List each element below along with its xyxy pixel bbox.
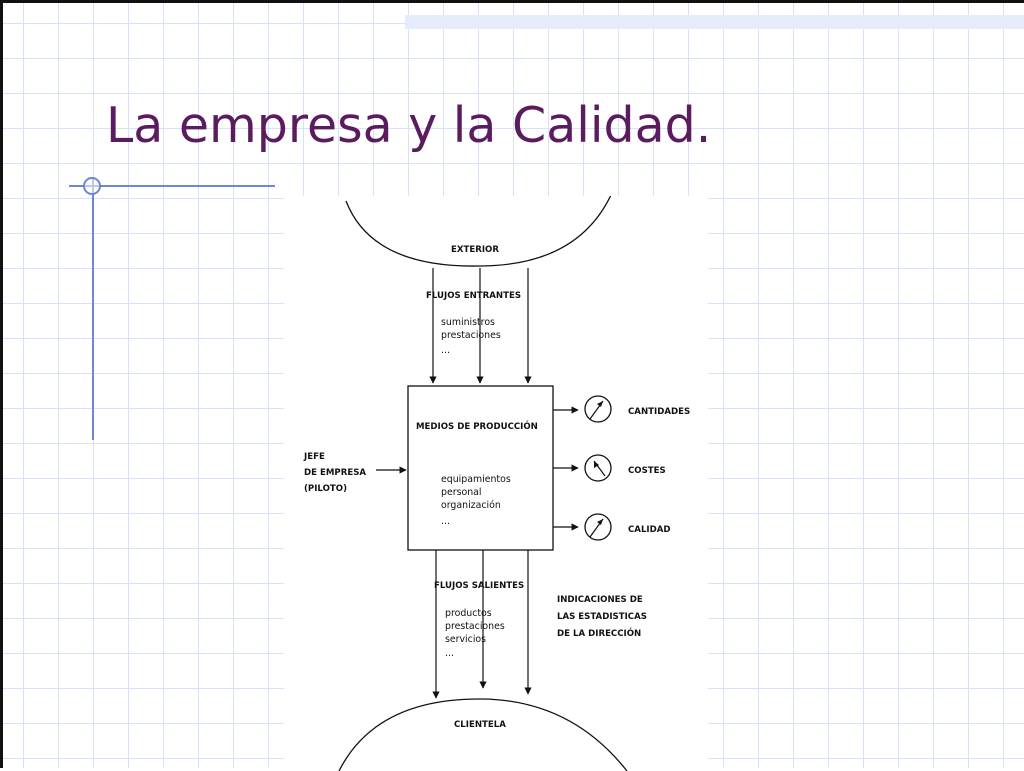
indicator-label: COSTES	[628, 466, 666, 476]
indicator-label: CALIDAD	[628, 525, 671, 535]
outgoing-item: productos	[445, 608, 492, 619]
incoming-item: prestaciones	[441, 330, 501, 341]
exterior-label: EXTERIOR	[451, 245, 499, 255]
management-statistics-line: DE LA DIRECCIÓN	[557, 627, 641, 639]
outgoing-item: prestaciones	[445, 621, 505, 632]
title-underline	[69, 185, 275, 187]
gauge-icon	[584, 454, 612, 482]
leader-label-line: JEFE	[303, 452, 325, 462]
production-item: personal	[441, 487, 482, 498]
quality-diagram: EXTERIOR FLUJOS ENTRANTES suministros pr…	[284, 196, 708, 771]
production-item: ...	[441, 516, 450, 527]
production-item: equipamientos	[441, 474, 511, 485]
management-statistics-line: LAS ESTADISTICAS	[557, 612, 647, 622]
title-marker-icon	[83, 177, 101, 195]
gauge-icon	[584, 513, 612, 541]
indicator-label: CANTIDADES	[628, 407, 690, 417]
production-item: organización	[441, 500, 501, 511]
leader-label-line: (PILOTO)	[304, 484, 347, 494]
clients-arc	[338, 698, 628, 771]
management-statistics-line: INDICACIONES DE	[557, 595, 643, 605]
production-box	[407, 385, 554, 551]
outgoing-flows-title: FLUJOS SALIENTES	[434, 581, 524, 591]
clients-label: CLIENTELA	[454, 720, 506, 730]
outgoing-item: servicios	[445, 634, 486, 645]
process-diagram-svg: EXTERIOR FLUJOS ENTRANTES suministros pr…	[303, 196, 690, 771]
title-vertical-rule	[92, 178, 94, 440]
incoming-flows-title: FLUJOS ENTRANTES	[426, 291, 521, 301]
top-band	[405, 15, 1024, 29]
slide-title: La empresa y la Calidad.	[106, 97, 712, 154]
outgoing-item: ...	[445, 648, 454, 659]
production-title: MEDIOS DE PRODUCCIÓN	[416, 420, 538, 432]
incoming-item: suministros	[441, 317, 495, 328]
gauge-icon	[584, 395, 612, 423]
exterior-arc	[345, 196, 612, 267]
incoming-item: ...	[441, 345, 450, 356]
leader-label-line: DE EMPRESA	[304, 468, 366, 478]
